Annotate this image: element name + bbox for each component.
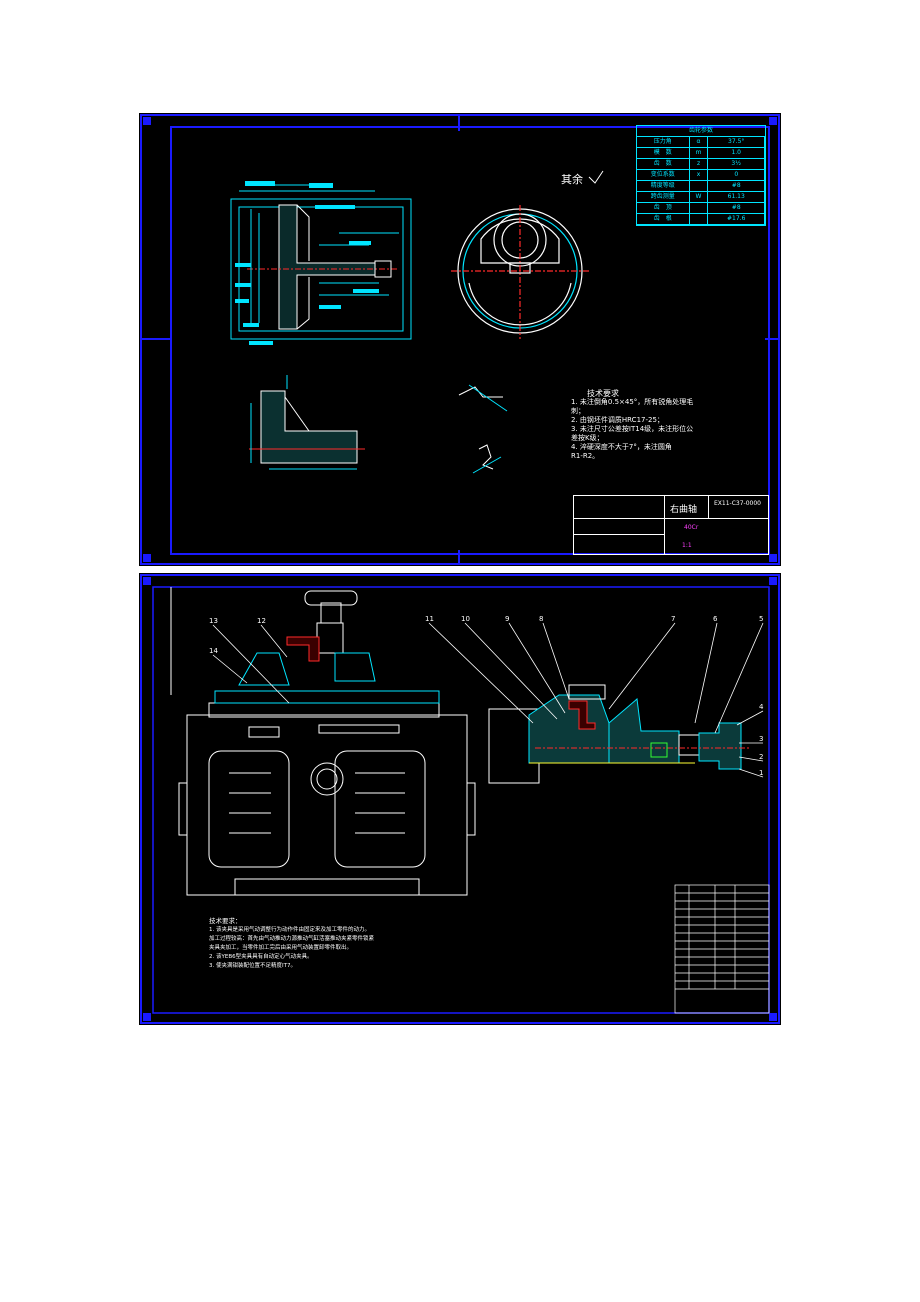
param-sym: x	[690, 170, 709, 180]
tech-req-line: 3. 未注尺寸公差按IT14级，未注形位公	[571, 425, 694, 433]
param-val: #8	[708, 181, 766, 191]
tech-req-line: 3. 使夹满钳装配位置不足精度IT7。	[209, 963, 296, 969]
param-sym: z	[690, 159, 709, 169]
param-val: 37.5°	[708, 137, 766, 147]
callout-8: 8	[539, 615, 543, 623]
callout-5: 5	[759, 615, 763, 623]
param-name: 压力角	[637, 137, 690, 147]
fixture-section-view	[488, 684, 749, 784]
tech-requirements-top: 技术要求 1. 未注倒角0.5×45°，所有锐角处理毛刺；2. 由钢坯件调质HR…	[571, 389, 741, 461]
table-title: 齿轮参数	[637, 126, 765, 137]
callout-13: 13	[209, 617, 218, 625]
param-val: 1.0	[708, 148, 766, 158]
callout-12: 12	[257, 617, 266, 625]
tech-req-line: 1. 该夹具是采用气动调整行为动作件由固定来及加工零件的动力。	[209, 927, 370, 933]
param-sym: m	[690, 148, 709, 158]
callout-10: 10	[461, 615, 470, 623]
callout-7: 7	[671, 615, 675, 623]
callout-9: 9	[505, 615, 509, 623]
section-view-lower	[249, 375, 365, 470]
inner-frame-2	[152, 586, 770, 1014]
section-view-main	[230, 181, 412, 345]
callout-11: 11	[425, 615, 434, 623]
callout-labels: 13 12 14 11 10 9 8 7 6 5 4 3 2 1	[209, 615, 764, 777]
drawing-sheet-assembly: 13 12 14 11 10 9 8 7 6 5 4 3 2 1 技术要求： 1. 该夹具是采用气动调整行…	[139, 573, 781, 1025]
callout-2: 2	[759, 753, 763, 761]
roughness-note: 其余	[561, 172, 583, 186]
outer-frame-2	[140, 574, 780, 1024]
param-val: 61.13	[708, 192, 766, 202]
param-val: #17.6	[708, 214, 766, 224]
param-row: 齿 顶 #8	[637, 203, 766, 214]
param-val: #8	[708, 203, 766, 213]
param-row: 齿 根 #17.6	[637, 214, 766, 225]
inner-frame	[170, 126, 770, 555]
callout-14: 14	[209, 647, 218, 655]
callout-1: 1	[759, 769, 763, 777]
end-view-circle	[451, 205, 591, 339]
material: 40Cr	[684, 524, 699, 531]
tech-req-title: 技术要求	[587, 389, 619, 398]
title-block-top: 右曲轴 EX11-C37-0000 40Cr 1:1	[573, 495, 769, 555]
param-name: 跨齿测量	[637, 192, 690, 202]
assembly-drawing-canvas: 13 12 14 11 10 9 8 7 6 5 4 3 2 1	[140, 574, 780, 1024]
param-name: 变位系数	[637, 170, 690, 180]
tech-requirements-assembly: 技术要求： 1. 该夹具是采用气动调整行为动作件由固定来及加工零件的动力。加工过…	[209, 917, 469, 971]
tech-req-line: 差按K级；	[571, 434, 604, 442]
param-val: 0	[708, 170, 766, 180]
tech-req-line: 2. 该YEB6型夹具具有自动定心气动夹具。	[209, 954, 313, 960]
callout-3: 3	[759, 735, 763, 743]
drawing-number: EX11-C37-0000	[714, 500, 761, 507]
param-name: 齿 根	[637, 214, 690, 224]
param-sym	[690, 214, 709, 224]
param-row: 精度等级 #8	[637, 181, 766, 192]
param-sym: α	[690, 137, 709, 147]
param-name: 齿 数	[637, 159, 690, 169]
fixture-front-view	[170, 587, 476, 896]
tech-req-line: 加工过程较高：首先由气动推动力源推动气缸活塞推动夹紧零件锁紧	[209, 936, 375, 942]
tech-req-line: 夹具夹加工，当零件加工完后由采用气动装置卸零件取出。	[209, 945, 353, 951]
part-name: 右曲轴	[670, 505, 698, 515]
tech-req-line: 刺；	[571, 407, 585, 415]
tech-req-line: 1. 未注倒角0.5×45°，所有锐角处理毛	[571, 398, 694, 406]
parts-list	[674, 884, 770, 1014]
tech-req-line: R1-R2。	[571, 452, 600, 460]
param-name: 齿 顶	[637, 203, 690, 213]
detail-views	[458, 384, 508, 474]
callout-4: 4	[759, 703, 764, 711]
tech-req-line: 2. 由钢坯件调质HRC17-25；	[571, 416, 664, 424]
part-drawing-canvas: 其余	[140, 114, 780, 565]
param-sym: W	[690, 192, 709, 202]
scale: 1:1	[682, 542, 692, 549]
param-val: 3¹⁄₂	[708, 159, 766, 169]
param-name: 精度等级	[637, 181, 690, 191]
param-name: 模 数	[637, 148, 690, 158]
roughness-symbol	[588, 170, 604, 184]
param-sym	[690, 203, 709, 213]
callout-6: 6	[713, 615, 718, 623]
callout-leaders	[212, 622, 764, 778]
tech-req-title-2: 技术要求：	[209, 917, 242, 925]
param-sym	[690, 181, 709, 191]
tech-req-line: 4. 淬硬深度不大于7°，未注圆角	[571, 443, 672, 451]
